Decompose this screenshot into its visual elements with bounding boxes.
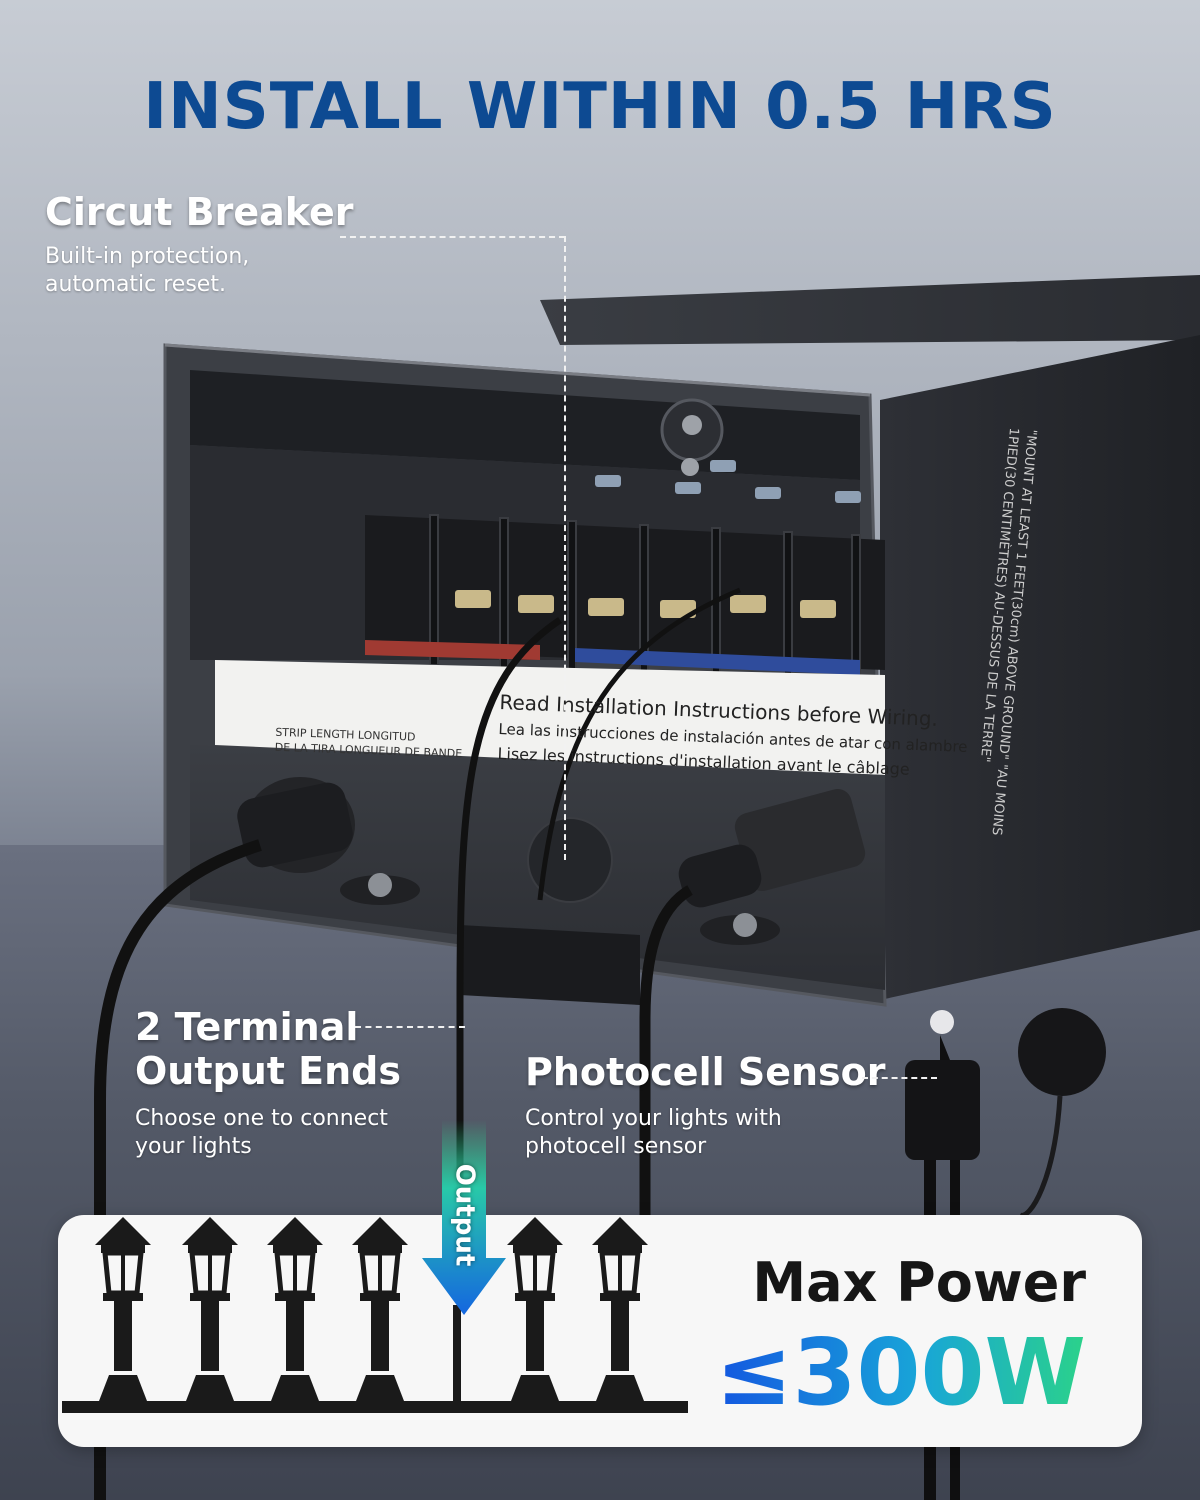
terminal-output-leader bbox=[355, 1026, 465, 1028]
lamp-icon-2 bbox=[182, 1217, 238, 1401]
lighting-diagram bbox=[62, 1217, 688, 1413]
max-power-value: ≤300W bbox=[715, 1319, 1086, 1426]
sensor-cable bbox=[639, 885, 693, 1215]
lamp-icon-3 bbox=[267, 1217, 323, 1401]
circuit-breaker-leader-v bbox=[564, 236, 566, 860]
photocell-title: Photocell Sensor bbox=[525, 1050, 886, 1094]
output-cable-center bbox=[456, 617, 562, 1215]
lamp-icon-6 bbox=[592, 1217, 648, 1401]
lamp-icon-4 bbox=[352, 1217, 408, 1401]
max-power-card: Max Power ≤300W bbox=[58, 1215, 1142, 1447]
circuit-breaker-leader-h bbox=[340, 236, 565, 238]
transformer-lid bbox=[540, 275, 1200, 345]
output-arrow-icon bbox=[422, 1120, 506, 1315]
photocell-leader bbox=[862, 1077, 937, 1079]
terminal-output-title: 2 Terminal Output Ends bbox=[135, 1005, 401, 1093]
lamp-icon-5 bbox=[507, 1217, 563, 1401]
lamp-icons bbox=[95, 1217, 648, 1401]
circuit-breaker-description: Built-in protection, automatic reset. bbox=[45, 244, 250, 297]
right-sensor-connector bbox=[678, 788, 866, 908]
circuit-breaker-title: Circut Breaker bbox=[45, 190, 354, 234]
terminal-block bbox=[365, 515, 885, 670]
max-power-label: Max Power bbox=[752, 1251, 1086, 1314]
output-arrow-label: Output bbox=[449, 1163, 479, 1267]
left-output-connector bbox=[237, 777, 355, 873]
instruction-label-text: Read Installation Instructions before Wi… bbox=[497, 690, 968, 779]
terminal-output-description: Choose one to connect your lights bbox=[135, 1106, 388, 1159]
instruction-label bbox=[215, 660, 885, 775]
transformer-side-panel bbox=[880, 335, 1200, 1000]
photocell-description: Control your lights with photocell senso… bbox=[525, 1106, 782, 1159]
lamp-icon-1 bbox=[95, 1217, 151, 1401]
output-cable-left bbox=[94, 839, 262, 1500]
page-title: INSTALL WITHIN 0.5 HRS bbox=[143, 70, 1057, 144]
